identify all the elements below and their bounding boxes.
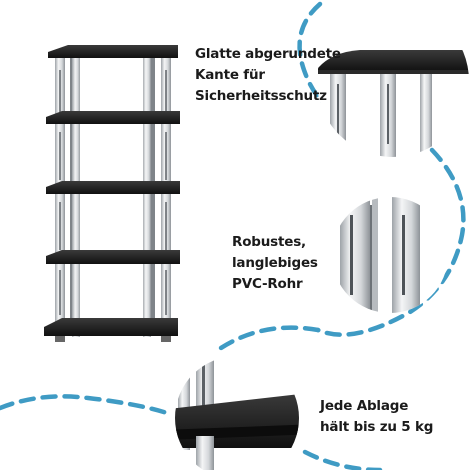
caption-line: Robustes, [232,234,306,250]
shelf-product-image [44,45,180,342]
shelf-load-detail-zoom [175,356,299,470]
caption-line: Glatte abgerundete [195,46,341,62]
caption-line: PVC-Rohr [232,276,303,292]
caption-line: Jede Ablage [320,398,409,414]
feature-caption-pvc-tube: Robustes, langlebiges PVC-Rohr [232,232,318,295]
feature-caption-rounded-edge: Glatte abgerundete Kante für Sicherheits… [195,44,341,107]
corner-detail-zoom [317,5,469,157]
caption-line: Kante für [195,67,265,83]
tube-detail-zoom [332,197,448,313]
caption-line: Sicherheitsschutz [195,88,327,104]
caption-line: hält bis zu 5 kg [320,419,434,435]
feature-caption-load-capacity: Jede Ablage hält bis zu 5 kg [320,396,433,438]
caption-line: langlebiges [232,255,318,271]
